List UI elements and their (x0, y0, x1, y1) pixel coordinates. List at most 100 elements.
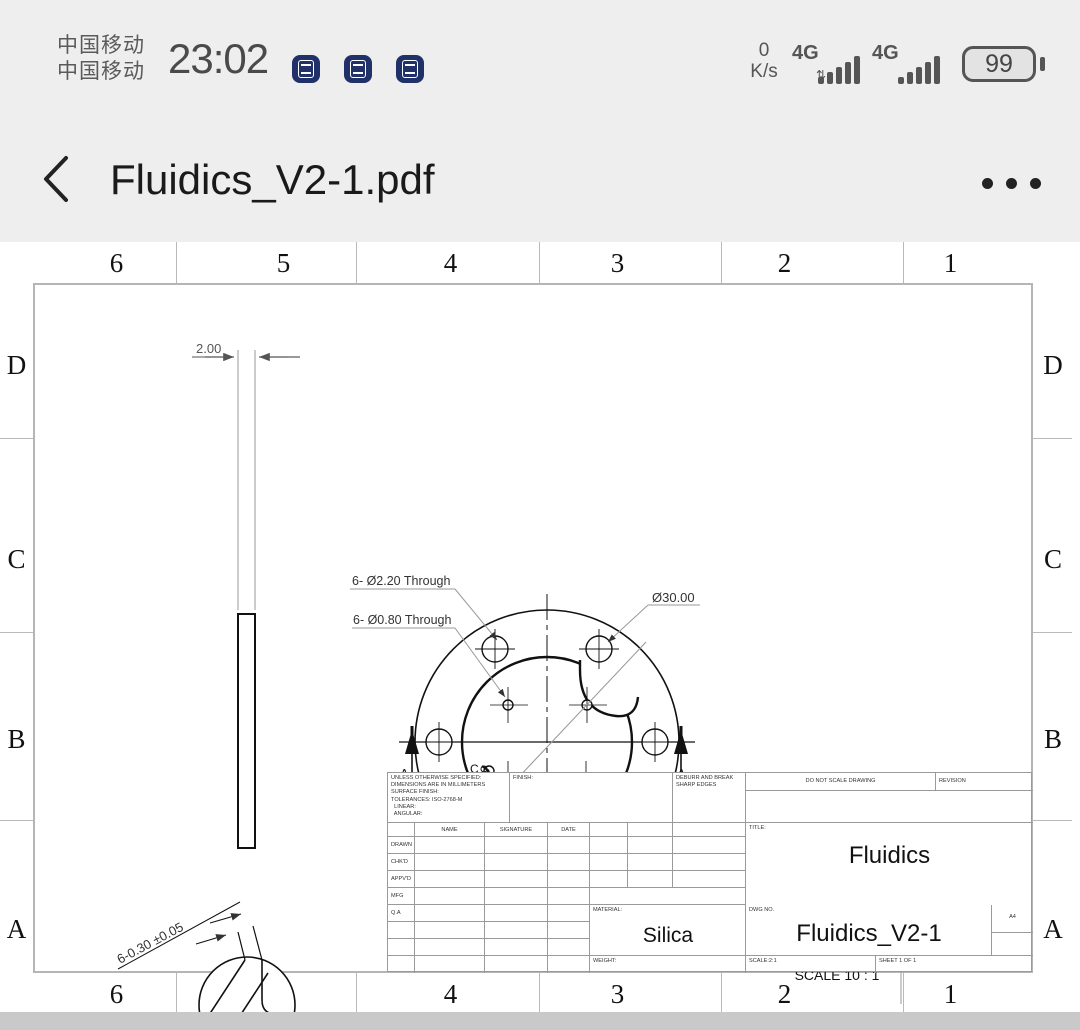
tb-extra-row-2-b (415, 939, 485, 956)
dim-thickness: 2.00 (196, 341, 221, 356)
zone-tick (539, 972, 540, 1012)
carrier-line-2: 中国移动 (57, 59, 145, 83)
zone-row-right-D: D (1043, 350, 1063, 380)
tb-extra-row-2-c (485, 939, 548, 956)
tb-extra-row-3-c (485, 956, 548, 973)
zone-col-top-1: 1 (943, 248, 958, 278)
tb-sheet-cell: SHEET 1 OF 1 (879, 958, 917, 964)
tb-row-sig-appvd (485, 871, 548, 888)
tb-row-x3-appvd (673, 871, 746, 888)
tb-row-sig-chkd (485, 854, 548, 871)
tb-weight-cell: WEIGHT: (590, 956, 746, 973)
clock: 23:02 (168, 35, 269, 82)
tb-sheet-size-blank (992, 933, 1033, 956)
tb-dwg-no-cell: DWG NO. (746, 905, 992, 956)
zone-tick (903, 972, 904, 1012)
tb-row-x3-chkd (673, 854, 746, 871)
tb-note-3: TOLERANCES: ISO-2768-M (391, 796, 463, 803)
tb-material-cell: MATERIAL: (590, 905, 746, 956)
battery-level-text: 99 (985, 50, 1013, 78)
tb-do-not-scale-cell: DO NOT SCALE DRAWING (746, 773, 936, 791)
view-side-edge (192, 350, 300, 849)
zone-col-bottom-4: 4 (443, 979, 458, 1009)
zone-row-right-B: B (1043, 724, 1062, 754)
tb-dwg-no-value: Fluidics_V2-1 (796, 920, 942, 947)
tb-row-name-drawn (415, 837, 485, 854)
zone-tick (0, 632, 34, 633)
zone-tick (1032, 820, 1072, 821)
battery-tip-icon (1040, 57, 1045, 71)
tb-row-x1-appvd (590, 871, 628, 888)
zone-tick (1032, 632, 1072, 633)
tb-sig-corner (388, 823, 415, 837)
tb-extra-row-1-b (415, 922, 485, 939)
tb-extra-row-3-d (548, 956, 590, 973)
zone-row-right-A: A (1043, 914, 1063, 944)
tb-finish-cell: FINISH: (510, 773, 673, 823)
callout-holes-0-80: 6- Ø0.80 Through (353, 613, 451, 627)
data-transfer-arrows-icon: ⇅ (816, 68, 827, 82)
tb-row-x1-drawn (590, 837, 628, 854)
tb-col-name: NAME (415, 823, 485, 837)
tb-row-date-appvd (548, 871, 590, 888)
tb-row-sig-qa (485, 905, 548, 922)
app-icon-notification-2[interactable] (344, 55, 372, 83)
pdf-viewer-canvas[interactable]: 6 5 4 3 2 1 6 5 4 3 2 1 D C B A D C B A (0, 242, 1080, 1012)
signal-bars-icon (898, 54, 950, 84)
zone-col-bottom-3: 3 (610, 979, 625, 1009)
zone-tick (721, 972, 722, 1012)
app-glyph-icon (402, 60, 418, 78)
tb-row-label-qa: Q.A (388, 905, 415, 922)
app-icon-notification-1[interactable] (292, 55, 320, 83)
zone-tick (356, 242, 357, 284)
tb-row-sig-mfg (485, 888, 548, 905)
tb-row-x-mfg (590, 888, 746, 905)
tb-col-signature: SIGNATURE (485, 823, 548, 837)
back-button[interactable] (40, 154, 74, 204)
tb-extra-row-2-a (388, 939, 415, 956)
zone-row-left-D: D (6, 350, 27, 380)
tb-title-label-cell: TITLE: (749, 825, 766, 831)
tb-row-name-appvd (415, 871, 485, 888)
tb-sheet-size-cell: A4 (992, 905, 1033, 933)
tb-row-x2-appvd (628, 871, 673, 888)
tb-row-x3-drawn (673, 837, 746, 854)
tb-row-date-mfg (548, 888, 590, 905)
more-options-button[interactable] (982, 178, 1042, 190)
zone-tick (0, 438, 34, 439)
tb-row-name-qa (415, 905, 485, 922)
zone-col-bottom-1: 1 (943, 979, 958, 1009)
tb-extra-row-3-a (388, 956, 415, 973)
app-glyph-icon (298, 60, 314, 78)
tb-material-value: Silica (642, 924, 694, 947)
tb-deburr-cell: DEBURR AND BREAK SHARP EDGES (673, 773, 746, 823)
tb-extra-row-1-a (388, 922, 415, 939)
zone-tick (176, 972, 177, 1012)
tb-col-date: DATE (548, 823, 590, 837)
tb-row-date-chkd (548, 854, 590, 871)
signal-bars-icon (818, 54, 870, 84)
zone-col-top-3: 3 (610, 248, 625, 278)
zone-tick (903, 242, 904, 284)
carrier-label: 中国移动 中国移动 (57, 32, 145, 84)
zone-tick (176, 242, 177, 284)
zone-row-left-C: C (7, 544, 26, 574)
tb-note-4: LINEAR: (391, 803, 416, 810)
zone-col-top-6: 6 (109, 248, 124, 278)
tb-row-x1-chkd (590, 854, 628, 871)
tb-extra-row-1-c (485, 922, 548, 939)
app-icon-notification-3[interactable] (396, 55, 424, 83)
tb-blank-a (590, 823, 628, 837)
zone-col-top-4: 4 (443, 248, 458, 278)
tb-revision-cell: REVISION (936, 773, 1033, 791)
callout-holes-2-20: 6- Ø2.20 Through (352, 574, 450, 588)
tb-note-1: DIMENSIONS ARE IN MILLIMETERS (391, 782, 486, 789)
network-speed-unit: K/s (750, 61, 778, 82)
tb-note-0: UNLESS OTHERWISE SPECIFIED: (391, 775, 482, 781)
tb-row-name-chkd (415, 854, 485, 871)
tb-note-2: SURFACE FINISH: (391, 789, 439, 796)
tb-row-label-chkd: CHK'D (388, 854, 415, 871)
zone-tick (539, 242, 540, 284)
tb-note-5: ANGULAR: (391, 811, 423, 818)
status-bar: 中国移动 中国移动 23:02 0 K/s 4G ⇅ 4G 99 (0, 0, 1080, 118)
